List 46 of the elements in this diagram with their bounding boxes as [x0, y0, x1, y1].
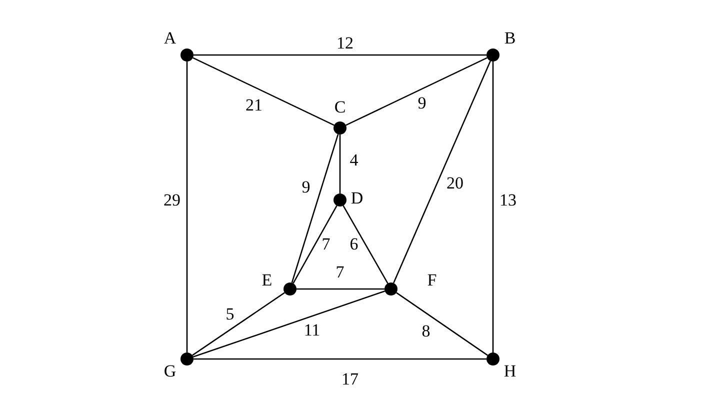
- edge-weight: 21: [244, 96, 264, 114]
- graph-edge: [346, 57, 488, 126]
- graph-edge: [296, 288, 384, 290]
- edge-weight: 9: [300, 178, 312, 196]
- vertex-label: B: [504, 30, 516, 46]
- vertex-label: A: [164, 30, 176, 46]
- graph-edge: [396, 292, 488, 356]
- edge-weight: 20: [446, 174, 464, 192]
- graph-edge: [194, 358, 486, 360]
- vertex-label: G: [164, 362, 176, 380]
- edge-weight: 17: [340, 370, 360, 388]
- edge-weight: 29: [162, 192, 182, 208]
- edge-weight: 7: [320, 236, 332, 252]
- graph-edge: [339, 134, 341, 194]
- vertex-dot: [334, 122, 346, 134]
- edge-weight: 8: [420, 322, 432, 340]
- vertex-dot: [180, 352, 194, 366]
- vertex-dot: [180, 48, 194, 62]
- edge-weight: 12: [336, 34, 354, 52]
- edge-weight: 6: [348, 236, 360, 252]
- edge-weight: 4: [348, 152, 360, 168]
- vertex-dot: [486, 352, 500, 366]
- vertex-dot: [334, 194, 346, 206]
- edge-weight: 5: [224, 306, 236, 322]
- vertex-label: E: [262, 272, 272, 288]
- graph-edge: [192, 292, 285, 356]
- edge-weight: 7: [334, 264, 346, 280]
- vertex-label: C: [334, 98, 346, 116]
- edge-weight: 11: [302, 322, 322, 338]
- graph-edge: [492, 62, 494, 352]
- graph-edge: [186, 62, 188, 352]
- graph-edge: [291, 134, 339, 283]
- vertex-label: D: [350, 190, 364, 206]
- graph-edge: [192, 290, 386, 358]
- graph-edge: [194, 54, 486, 56]
- vertex-dot: [486, 48, 500, 62]
- graph-edge: [292, 205, 338, 284]
- vertex-label: F: [427, 272, 437, 288]
- graph-edge: [342, 205, 388, 284]
- edge-weight: 9: [416, 94, 428, 112]
- graph-edge: [393, 60, 491, 284]
- edge-weight: 13: [498, 192, 518, 208]
- vertex-dot: [284, 282, 296, 296]
- graph-edge: [192, 57, 334, 126]
- vertex-label: H: [504, 362, 516, 380]
- vertex-dot: [384, 282, 398, 296]
